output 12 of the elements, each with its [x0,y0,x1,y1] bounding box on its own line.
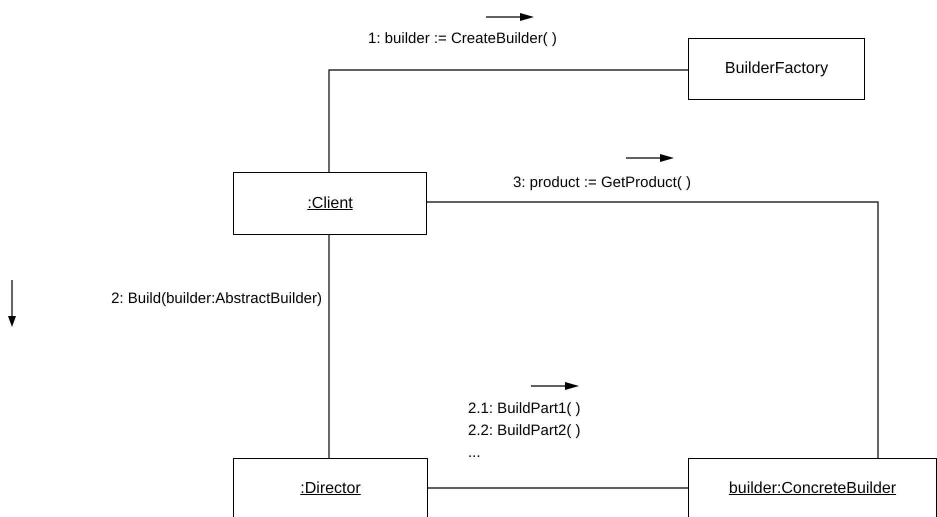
object-box [233,172,427,235]
object-name: builder:ConcreteBuilder [728,479,896,499]
connector-line [428,487,688,489]
object-name: :Client [307,194,353,214]
connector-line [328,235,330,458]
object-name: BuilderFactory [724,59,828,79]
object-box [233,458,428,517]
object-box [688,458,937,517]
object-name: :Director [300,479,361,499]
connector-line [427,201,879,458]
connector-line [328,69,688,172]
object-box [688,38,865,100]
